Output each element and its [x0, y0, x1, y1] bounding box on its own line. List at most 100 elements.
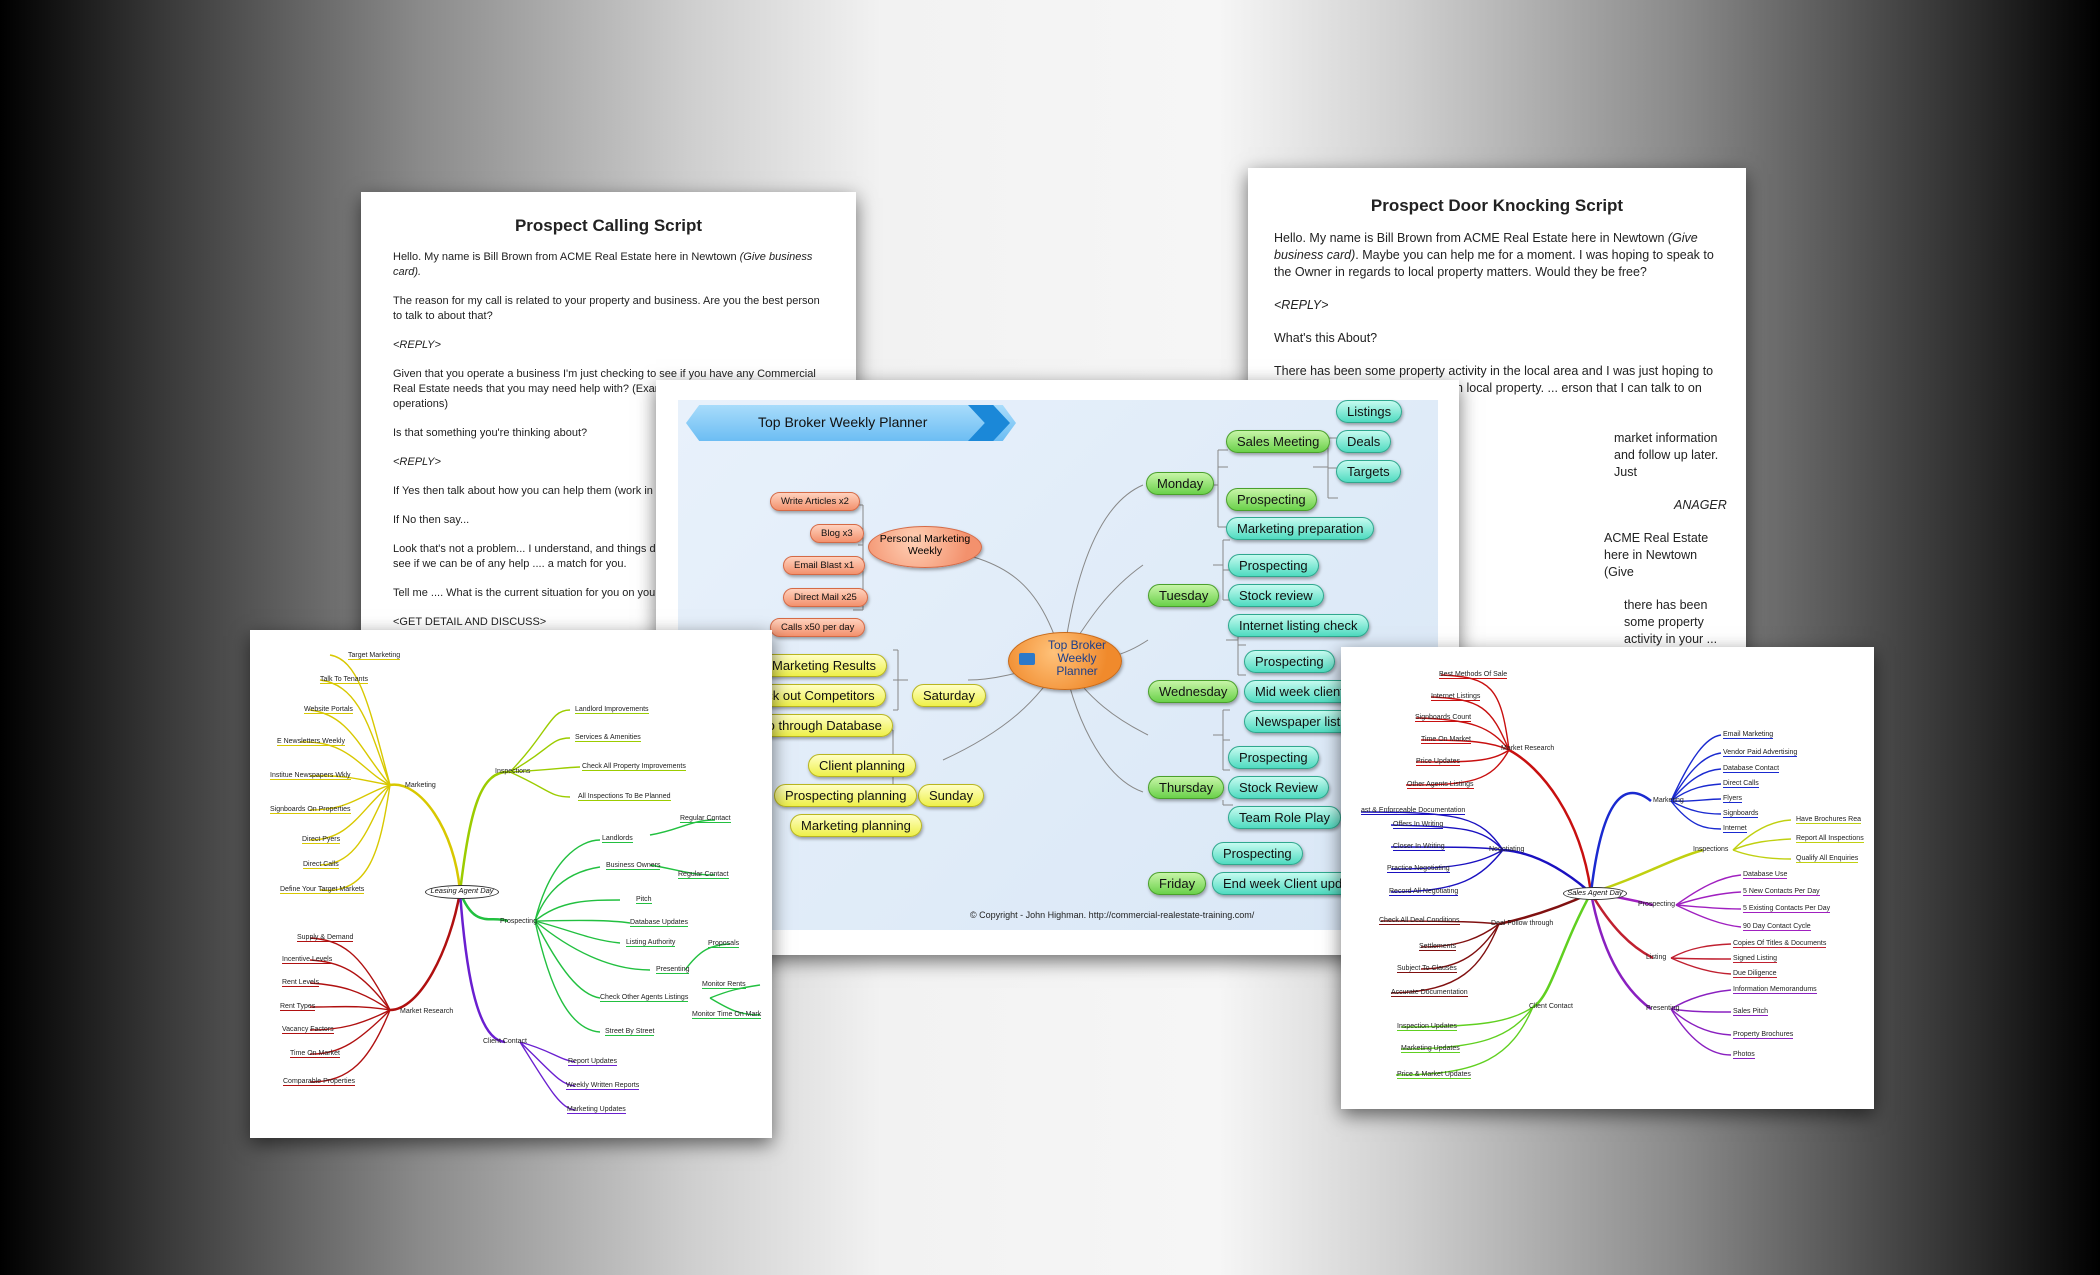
sales-negotiating-item: Closer In Writing [1393, 843, 1445, 851]
day-monday: Monday [1146, 472, 1215, 495]
leasing-prospecting-item: Monitor Time On Mark [692, 1011, 762, 1019]
sales-prospecting-item: 5 New Contacts Per Day [1743, 888, 1820, 896]
calling-para: <GET DETAIL AND DISCUSS> [393, 616, 547, 628]
leasing-market-item: Rent Levels [282, 979, 319, 987]
sales-branch-listing: Listing [1646, 954, 1667, 961]
leasing-prospecting-item: Regular Contact [678, 871, 729, 879]
sales-branch-presenting: Presenting [1646, 1005, 1680, 1012]
thursday-item: Prospecting [1228, 746, 1319, 769]
calling-para: If Yes then talk about how you can help … [393, 485, 678, 497]
planner-copyright: © Copyright - John Highman. http://comme… [970, 910, 1255, 920]
wednesday-item: Mid week client [1244, 680, 1355, 703]
leasing-marketing-item: Direct Pyers [302, 836, 341, 844]
tuesday-item: Prospecting [1228, 554, 1319, 577]
door-script-title: Prospect Door Knocking Script [1370, 196, 1624, 215]
sales-branch-prospecting: Prospecting [1638, 901, 1675, 908]
sales-meeting-item: Targets [1336, 460, 1401, 483]
leasing-market-item: Vacancy Factors [282, 1026, 334, 1034]
sales-branch-marketing: Marketing [1653, 797, 1684, 804]
sales-presenting-item: Property Brochures [1733, 1031, 1794, 1039]
sales-negotiating-item: Practice Negotiating [1387, 865, 1450, 873]
sales-market-item: Price Updates [1416, 758, 1460, 766]
leasing-branch-market-research: Market Research [400, 1008, 454, 1015]
sales-market-item: Best Methods Of Sale [1439, 671, 1508, 679]
door-para: market information and follow up later. … [1614, 431, 1719, 479]
leasing-prospecting-item: Monitor Rents [702, 981, 746, 989]
leasing-branch-inspections: Inspections [495, 768, 531, 775]
door-para: ACME Real Estate here in Newtown (Give [1604, 531, 1709, 579]
monday-item: Marketing preparation [1226, 517, 1375, 540]
sales-marketing-item: Flyers [1723, 795, 1743, 803]
leasing-marketing-item: Talk To Tenants [320, 676, 368, 684]
salmon-item: Email Blast x1 [783, 556, 866, 575]
leasing-map-page: Leasing Agent Day Marketing Inspections … [250, 630, 772, 1138]
day-thursday: Thursday [1148, 776, 1225, 799]
day-friday: Friday [1148, 872, 1207, 895]
sales-market-item: Other Agents Listings [1407, 781, 1474, 789]
monday-item: Prospecting [1226, 488, 1317, 511]
friday-item: Prospecting [1212, 842, 1303, 865]
briefcase-icon [1019, 653, 1035, 665]
sales-negotiating-item: Record All Negotiating [1389, 888, 1459, 896]
leasing-prospecting-item: Business Owners [606, 862, 661, 870]
leasing-inspection-item: All Inspections To Be Planned [578, 793, 671, 801]
planner-center-node: Top Broker Weekly Planner [1008, 632, 1122, 690]
calling-para: If No then say... [393, 514, 470, 526]
door-para: <REPLY> [1274, 298, 1329, 312]
friday-item: End week Client upd [1212, 872, 1354, 895]
sales-map-page: Sales Agent Day Market Research Marketin… [1341, 647, 1874, 1109]
sales-branch-market-research: Market Research [1501, 745, 1555, 752]
sales-deal-item: Settlements [1419, 943, 1456, 951]
leasing-branch-prospecting: Prospecting [500, 918, 537, 925]
leasing-prospecting-item: Presenting [656, 966, 690, 974]
leasing-market-item: Supply & Demand [297, 934, 354, 942]
calling-para: Is that something you're thinking about? [393, 427, 588, 439]
sales-listing-item: Copies Of Titles & Documents [1733, 940, 1827, 948]
planner-banner-text: Top Broker Weekly Planner [758, 414, 928, 430]
sales-meeting-item: Listings [1336, 400, 1403, 423]
sunday-item: Prospecting planning [774, 784, 918, 807]
sales-center-label: Sales Agent Day [1567, 888, 1623, 897]
leasing-client-item: Weekly Written Reports [566, 1082, 640, 1090]
sales-prospecting-item: 90 Day Contact Cycle [1743, 923, 1811, 931]
sales-listing-item: Signed Listing [1733, 955, 1777, 963]
sales-marketing-item: Database Contact [1723, 765, 1780, 773]
day-saturday: Saturday [912, 684, 987, 707]
planner-center-label: Top Broker Weekly Planner [1047, 638, 1107, 678]
sales-presenting-item: Photos [1733, 1051, 1755, 1059]
leasing-prospecting-item: Landlords [602, 835, 633, 843]
salmon-item: Blog x3 [810, 524, 864, 543]
leasing-client-item: Report Updates [568, 1058, 618, 1066]
leasing-market-item: Incentive Levels [282, 956, 333, 964]
leasing-client-item: Marketing Updates [567, 1106, 626, 1114]
leasing-market-item: Rent Types [280, 1003, 316, 1011]
personal-marketing-label: Personal Marketing Weekly [879, 533, 971, 557]
sales-marketing-item: Email Marketing [1723, 731, 1774, 739]
calling-para: The reason for my call is related to you… [393, 295, 820, 322]
sales-inspection-item: Have Brochures Rea [1796, 816, 1861, 824]
day-wednesday: Wednesday [1148, 680, 1239, 703]
sales-presenting-item: Information Memorandums [1733, 986, 1817, 994]
saturday-item: w Marketing Results [748, 654, 888, 677]
thursday-item: Team Role Play [1228, 806, 1342, 829]
sales-deal-item: Accurate Documentation [1391, 989, 1468, 997]
sales-center: Sales Agent Day [1563, 887, 1627, 900]
leasing-marketing-item: Institue Newspapers Wkly [270, 772, 351, 780]
sales-branch-negotiating: Negotiating [1489, 846, 1525, 853]
salmon-item: Direct Mail x25 [783, 588, 868, 607]
wednesday-item: Newspaper listi [1244, 710, 1355, 733]
sales-branch-deal-follow: Deal Follow through [1491, 920, 1554, 927]
leasing-prospecting-item: Proposals [708, 940, 740, 948]
sales-deal-item: Check All Deal Conditions [1379, 917, 1460, 925]
weekly-planner-page: Top Broker Weekly Planner [656, 380, 1459, 955]
sales-branch-inspections: Inspections [1693, 846, 1729, 853]
salmon-item: Write Articles x2 [770, 492, 860, 511]
sales-inspection-item: Qualify All Enquiries [1796, 855, 1859, 863]
sales-map-branches [1360, 674, 1792, 1076]
salmon-item: Calls x50 per day [770, 618, 866, 637]
leasing-inspection-item: Landlord Improvements [575, 706, 649, 714]
sales-negotiating-item: ast & Enforceable Documentation [1361, 807, 1466, 815]
personal-marketing-node: Personal Marketing Weekly [868, 526, 982, 568]
calling-para: Hello. My name is Bill Brown from ACME R… [393, 251, 813, 278]
thursday-item: Stock Review [1228, 776, 1329, 799]
